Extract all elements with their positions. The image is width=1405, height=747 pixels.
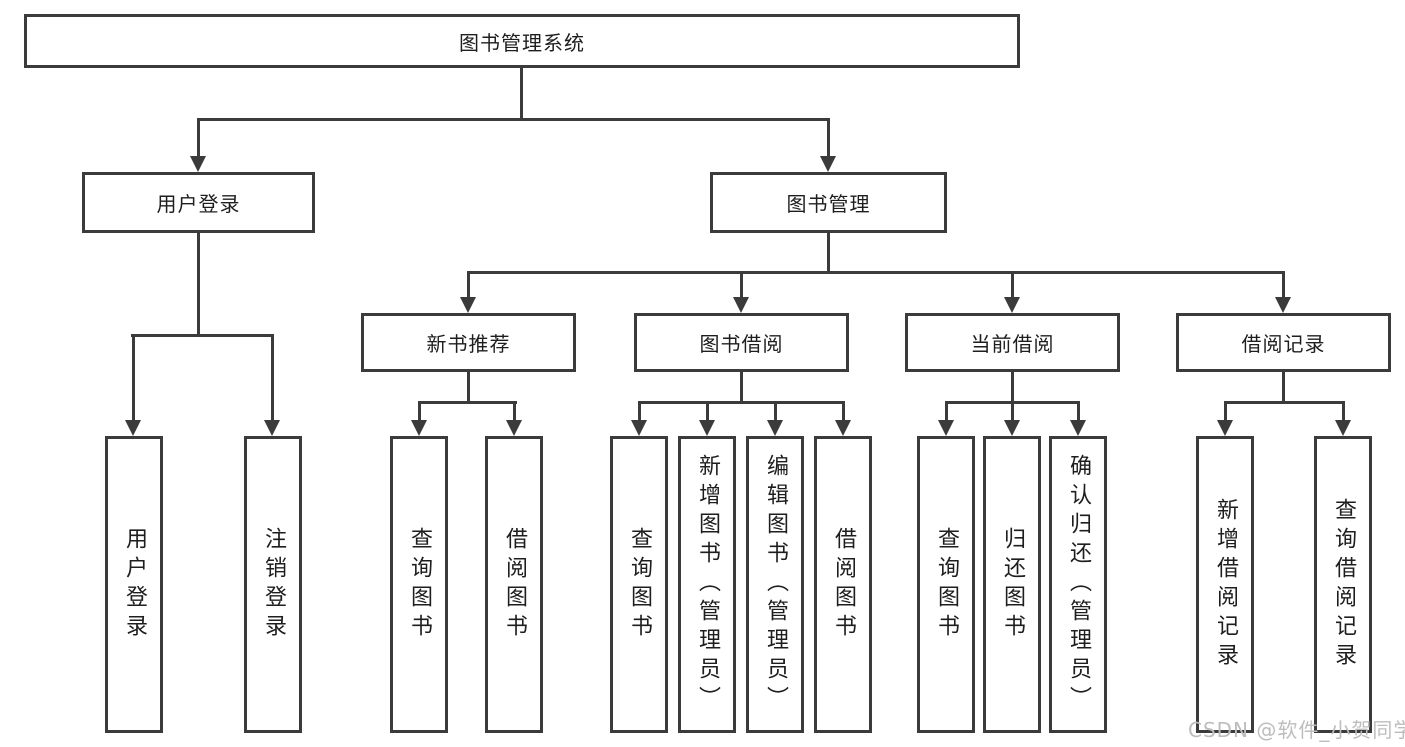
connector-to-borrowing-records xyxy=(1282,271,1285,299)
leaf-query-borrow-record: 查询借阅记录 xyxy=(1314,436,1372,733)
arrowhead-leaf-logout xyxy=(264,420,280,436)
leaf-borrow-books-recommend-label: 借阅图书 xyxy=(502,526,527,643)
arrowhead-borrowing-records xyxy=(1275,297,1291,313)
arrowhead-new-book xyxy=(460,297,476,313)
leaf-query-books-current-label: 查询图书 xyxy=(934,526,959,643)
connector-g4-leaf2 xyxy=(1011,401,1014,420)
connector-g4-leaf3 xyxy=(1077,401,1080,420)
leaf-edit-book-admin: 编辑图书（管理员） xyxy=(746,436,804,733)
connector-to-book-management xyxy=(827,118,830,158)
connector-g5-leaf1 xyxy=(1224,401,1227,420)
leaf-add-borrow-record-label: 新增借阅记录 xyxy=(1213,497,1238,672)
connector-user-login-drop xyxy=(197,233,200,336)
node-user-login-label: 用户登录 xyxy=(156,192,241,216)
connector-g3-leaf2 xyxy=(706,401,709,420)
arrowhead-g4-leaf3 xyxy=(1070,420,1086,436)
connector-g3-leaf3 xyxy=(774,401,777,420)
leaf-edit-book-admin-label: 编辑图书（管理员） xyxy=(763,454,788,715)
leaf-query-books-recommend-label: 查询图书 xyxy=(407,526,432,643)
leaf-query-books-recommend: 查询图书 xyxy=(390,436,448,733)
arrowhead-book-management xyxy=(820,156,836,172)
node-book-management-label: 图书管理 xyxy=(786,192,871,216)
connector-to-leaf-logout xyxy=(271,334,274,420)
connector-book-management-drop xyxy=(827,233,830,274)
node-root: 图书管理系统 xyxy=(24,14,1020,68)
connector-root-drop xyxy=(520,68,523,120)
leaf-user-login-label: 用户登录 xyxy=(122,526,147,643)
connector-to-new-book xyxy=(467,271,470,299)
connector-book-borrowing-drop xyxy=(740,372,743,404)
leaf-logout-label: 注销登录 xyxy=(261,526,286,643)
node-new-book-recommend-label: 新书推荐 xyxy=(426,332,511,356)
csdn-watermark: CSDN @软件_小贺同学 xyxy=(1188,718,1405,742)
arrowhead-g3-leaf2 xyxy=(699,420,715,436)
leaf-add-book-admin-label: 新增图书（管理员） xyxy=(695,454,720,715)
node-user-login: 用户登录 xyxy=(82,172,315,233)
leaf-return-books: 归还图书 xyxy=(983,436,1041,733)
connector-new-book-bar xyxy=(418,401,517,404)
node-current-borrowing-label: 当前借阅 xyxy=(970,332,1055,356)
node-new-book-recommend: 新书推荐 xyxy=(361,313,576,372)
arrowhead-g5-leaf1 xyxy=(1217,420,1233,436)
node-book-management: 图书管理 xyxy=(710,172,947,233)
connector-book-borrowing-bar xyxy=(638,401,845,404)
arrowhead-current-borrowing xyxy=(1004,297,1020,313)
node-borrowing-records-label: 借阅记录 xyxy=(1241,332,1326,356)
arrowhead-leaf-login xyxy=(125,420,141,436)
leaf-query-books-current: 查询图书 xyxy=(917,436,975,733)
leaf-query-books-borrowing-label: 查询图书 xyxy=(627,526,652,643)
connector-g2-leaf2 xyxy=(513,401,516,420)
connector-to-leaf-login xyxy=(132,334,135,420)
connector-level3-bar xyxy=(467,271,1285,274)
leaf-confirm-return-admin-label: 确认归还（管理员） xyxy=(1066,454,1091,715)
arrowhead-g3-leaf4 xyxy=(835,420,851,436)
arrowhead-g2-leaf1 xyxy=(411,420,427,436)
arrowhead-user-login xyxy=(190,156,206,172)
arrowhead-book-borrowing xyxy=(733,297,749,313)
leaf-user-login: 用户登录 xyxy=(105,436,163,733)
connector-g3-leaf4 xyxy=(842,401,845,420)
leaf-query-books-borrowing: 查询图书 xyxy=(610,436,668,733)
connector-new-book-drop xyxy=(467,372,470,404)
arrowhead-g4-leaf1 xyxy=(938,420,954,436)
connector-g2-leaf1 xyxy=(418,401,421,420)
connector-to-book-borrowing xyxy=(740,271,743,299)
arrowhead-g4-leaf2 xyxy=(1004,420,1020,436)
node-book-borrowing: 图书借阅 xyxy=(634,313,849,372)
leaf-query-borrow-record-label: 查询借阅记录 xyxy=(1331,497,1356,672)
node-root-label: 图书管理系统 xyxy=(459,30,585,55)
leaf-borrow-books-label: 借阅图书 xyxy=(831,526,856,643)
connector-to-user-login xyxy=(197,118,200,158)
leaf-return-books-label: 归还图书 xyxy=(1000,526,1025,643)
connector-level1-bar xyxy=(197,118,830,121)
leaf-confirm-return-admin: 确认归还（管理员） xyxy=(1049,436,1107,733)
connector-borrowing-records-drop xyxy=(1282,372,1285,404)
connector-borrowing-records-bar xyxy=(1224,401,1345,404)
leaf-add-book-admin: 新增图书（管理员） xyxy=(678,436,736,733)
connector-current-borrowing-drop xyxy=(1011,372,1014,404)
connector-to-current-borrowing xyxy=(1011,271,1014,299)
node-current-borrowing: 当前借阅 xyxy=(905,313,1120,372)
node-book-borrowing-label: 图书借阅 xyxy=(699,332,784,356)
arrowhead-g3-leaf3 xyxy=(767,420,783,436)
leaf-logout: 注销登录 xyxy=(244,436,302,733)
node-borrowing-records: 借阅记录 xyxy=(1176,313,1391,372)
connector-g3-leaf1 xyxy=(638,401,641,420)
arrowhead-g5-leaf2 xyxy=(1335,420,1351,436)
connector-g5-leaf2 xyxy=(1342,401,1345,420)
arrowhead-g2-leaf2 xyxy=(506,420,522,436)
connector-g4-leaf1 xyxy=(945,401,948,420)
leaf-add-borrow-record: 新增借阅记录 xyxy=(1196,436,1254,733)
connector-user-login-bar xyxy=(131,334,274,337)
leaf-borrow-books: 借阅图书 xyxy=(814,436,872,733)
leaf-borrow-books-recommend: 借阅图书 xyxy=(485,436,543,733)
arrowhead-g3-leaf1 xyxy=(631,420,647,436)
